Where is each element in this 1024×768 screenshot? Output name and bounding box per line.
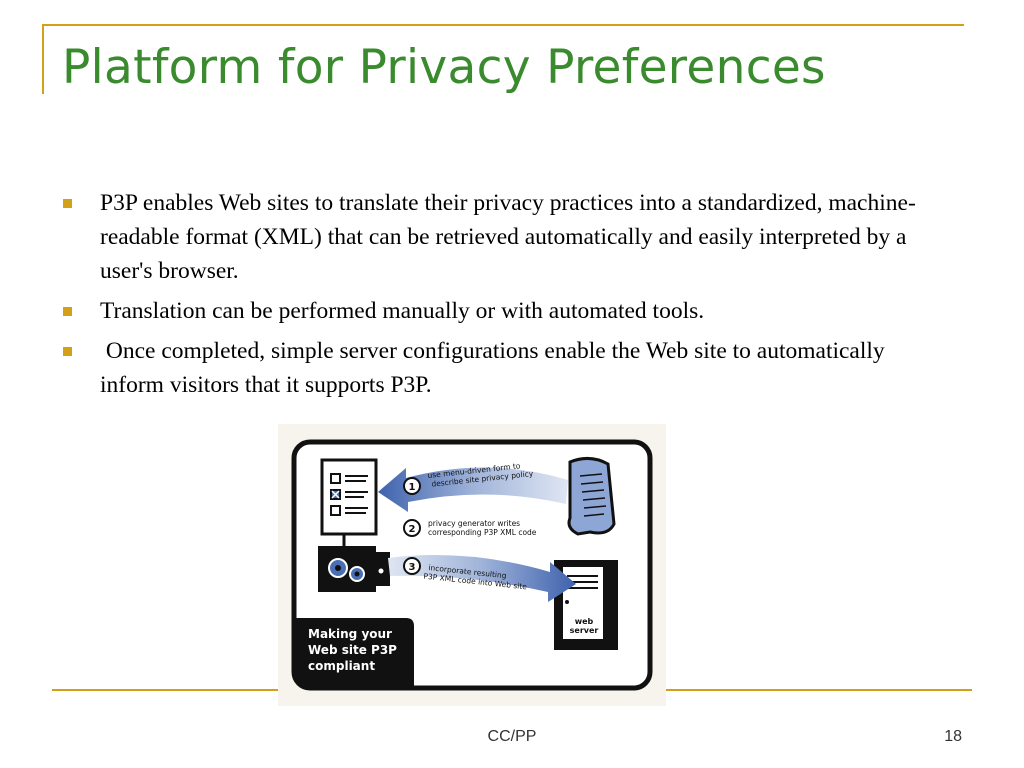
- step-2-text: privacy generator writes corresponding P…: [428, 519, 537, 537]
- footer-text: CC/PP: [487, 728, 537, 745]
- privacy-policy-scroll-icon: [567, 457, 616, 536]
- step-2-number-icon: 2: [403, 519, 421, 537]
- title-frame-left-line: [42, 24, 44, 94]
- caption-line3: compliant: [308, 659, 375, 673]
- bullet-marker-icon: [63, 307, 72, 316]
- bullet-text: P3P enables Web sites to translate their…: [100, 190, 916, 284]
- footer-rule-right: [666, 689, 972, 691]
- server-label-line1: web: [575, 617, 594, 626]
- step-1-arrow: [378, 467, 568, 512]
- bullet-text: Once completed, simple server configurat…: [100, 338, 891, 398]
- footer-rule-left: [52, 689, 278, 691]
- p3p-diagram: web server 1 2 3 use menu-driven form to…: [278, 424, 666, 706]
- caption-line1: Making your: [308, 627, 392, 641]
- step-3-arrow: [388, 555, 576, 602]
- svg-text:corresponding P3P XML code: corresponding P3P XML code: [428, 528, 537, 537]
- step-3-number-icon: 3: [403, 557, 421, 575]
- bullet-item: Once completed, simple server configurat…: [62, 334, 942, 402]
- page-number: 18: [944, 728, 962, 745]
- svg-text:privacy generator writes: privacy generator writes: [428, 519, 520, 528]
- form-document-icon: [320, 458, 378, 546]
- web-server-icon: web server: [554, 560, 618, 650]
- title-frame-top-line: [42, 24, 964, 26]
- svg-text:3: 3: [409, 562, 416, 573]
- server-label-line2: server: [570, 626, 599, 635]
- svg-text:2: 2: [409, 524, 416, 535]
- bullet-item: Translation can be performed manually or…: [62, 294, 942, 328]
- slide-title: Platform for Privacy Preferences: [62, 40, 826, 95]
- bullet-marker-icon: [63, 347, 72, 356]
- bullet-item: P3P enables Web sites to translate their…: [62, 186, 942, 288]
- bullet-list: P3P enables Web sites to translate their…: [62, 186, 942, 408]
- bullet-marker-icon: [63, 199, 72, 208]
- step-1-number-icon: 1: [403, 477, 421, 495]
- caption-line2: Web site P3P: [308, 643, 397, 657]
- bullet-text: Translation can be performed manually or…: [100, 298, 705, 324]
- svg-text:1: 1: [409, 482, 416, 493]
- caption-box: [294, 618, 414, 688]
- privacy-generator-icon: [318, 546, 390, 592]
